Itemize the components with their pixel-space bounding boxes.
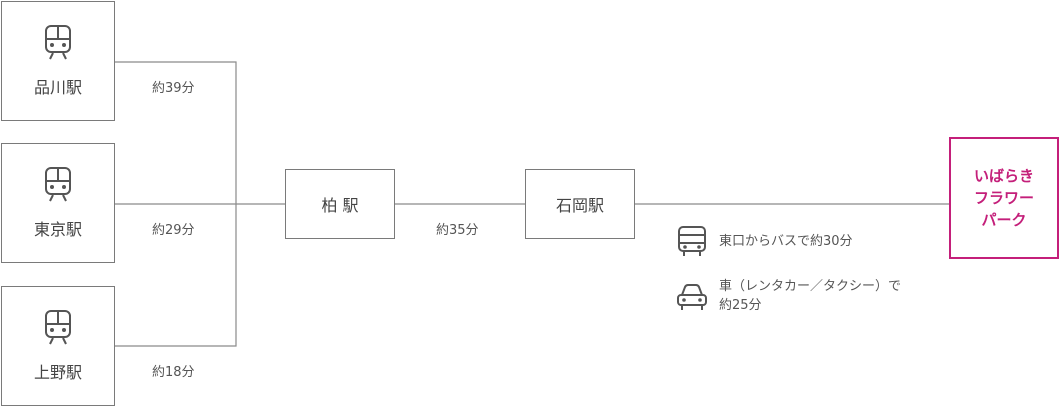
time-tokyo: 約29分 <box>152 223 195 238</box>
mode-text-line2: 約25分 <box>719 298 762 313</box>
train-icon <box>45 25 71 60</box>
time-kashiwa-ishioka: 約35分 <box>436 223 479 238</box>
destination-line2: フラワー <box>973 189 1034 207</box>
bus-icon <box>678 226 706 256</box>
destination-line3: パーク <box>981 211 1027 229</box>
station-label: 品川駅 <box>33 78 82 97</box>
station-ishioka: 石岡駅 <box>525 169 635 239</box>
mode-car: 車（レンタカー／タクシー）で 約25分 <box>675 279 901 315</box>
connector-ueno <box>115 204 237 347</box>
station-label: 上野駅 <box>33 363 82 382</box>
destination-flower-park: いばらき フラワー パーク <box>949 137 1059 259</box>
train-icon <box>45 310 71 345</box>
mode-text: 東口からバスで約30分 <box>719 234 853 249</box>
time-shinagawa: 約39分 <box>152 81 195 96</box>
mode-bus: 東口からバスで約30分 <box>675 224 853 258</box>
mode-text: 車（レンタカー／タクシー）で 約25分 <box>719 277 901 315</box>
connector-shinagawa <box>115 61 237 204</box>
station-tokyo: 東京駅 <box>1 143 115 263</box>
destination-line1: いばらき <box>973 167 1034 185</box>
station-label: 柏 駅 <box>321 196 359 215</box>
station-ueno: 上野駅 <box>1 286 115 406</box>
car-icon <box>677 284 707 310</box>
station-label: 石岡駅 <box>555 196 604 215</box>
time-ueno: 約18分 <box>152 365 195 380</box>
train-icon <box>45 167 71 202</box>
station-shinagawa: 品川駅 <box>1 1 115 121</box>
mode-text-line1: 車（レンタカー／タクシー）で <box>719 279 902 294</box>
station-kashiwa: 柏 駅 <box>285 169 395 239</box>
station-label: 東京駅 <box>33 220 82 239</box>
